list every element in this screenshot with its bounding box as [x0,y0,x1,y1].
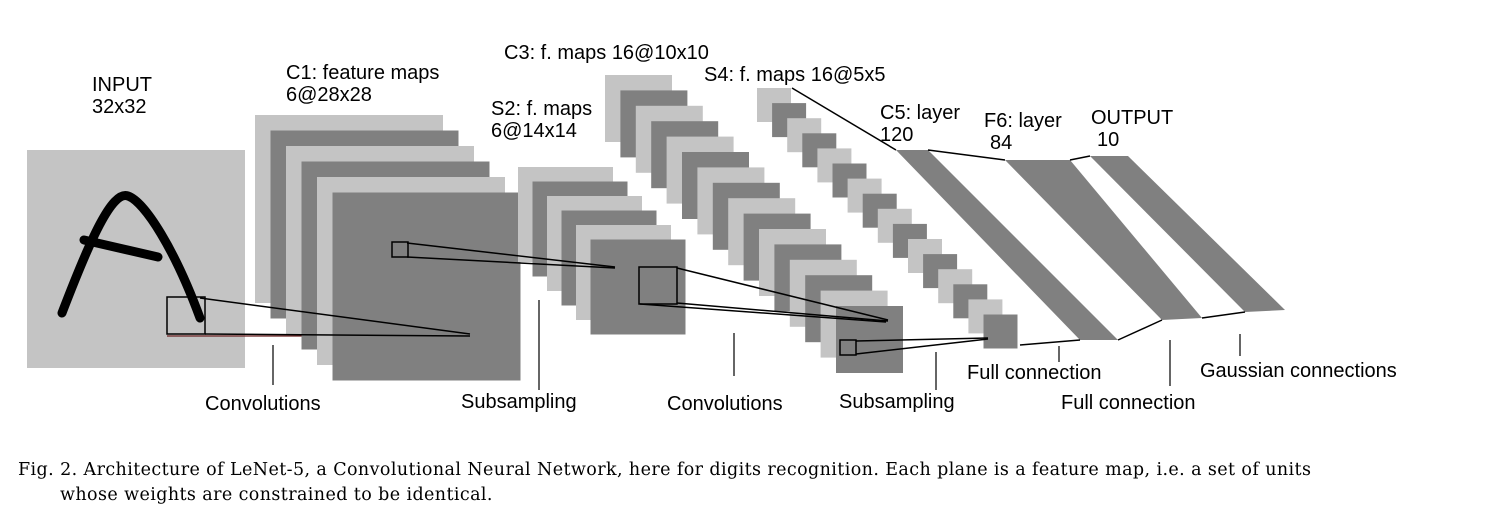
s2-planes [518,167,686,335]
s4-name: S4: f. maps 16@5x5 [704,64,886,86]
operation-ticks [272,300,1241,390]
conv2-projection [638,266,889,323]
c1-size: 6@28x28 [286,84,372,106]
f6-name: F6: layer [984,110,1062,132]
output-name: OUTPUT [1091,107,1174,129]
caption-line-1: Fig. 2. Architecture of LeNet-5, a Convo… [18,460,1312,480]
output-size: 10 [1097,129,1120,151]
c5-label: C5: layer 120 [880,102,960,146]
full2-label: Full connection [1061,392,1196,414]
s4-planes [757,88,1018,349]
full1-label: Full connection [967,362,1102,384]
f6-label: F6: layer 84 [984,110,1062,154]
s2-name: S2: f. maps [491,98,593,120]
conv1-projection [199,297,471,337]
conv2-label: Convolutions [667,393,783,415]
c1-planes [255,115,521,381]
c3-label: C3: f. maps 16@10x10 [504,42,709,64]
output-label: OUTPUT 10 [1091,107,1173,151]
c5-name: C5: layer [880,102,961,124]
c3-planes [605,75,903,373]
s2-plane-6 [590,239,686,335]
input-receptive-field [166,296,206,335]
input-name: INPUT [92,74,152,96]
sub1-projection [391,241,616,269]
s4-label: S4: f. maps 16@5x5 [704,64,886,86]
handwritten-digit-a [57,191,205,323]
input-size: 32x32 [92,96,147,118]
s2-size: 6@14x14 [491,120,577,142]
band-connections [791,87,1246,346]
c1-plane-6 [332,192,521,381]
input-label: INPUT 32x32 [92,74,152,118]
sub2-label: Subsampling [839,391,955,413]
figure-caption: Fig. 2. Architecture of LeNet-5, a Convo… [18,458,1458,508]
gauss-label: Gaussian connections [1200,360,1397,382]
s4-plane-16 [983,314,1018,349]
conv1-label: Convolutions [205,393,321,415]
caption-line-2: whose weights are constrained to be iden… [60,485,493,505]
c1-name: C1: feature maps [286,62,440,84]
c1-label: C1: feature maps 6@28x28 [286,62,439,106]
output-band [1090,156,1285,312]
f6-band [1005,160,1202,320]
c5-band [896,150,1118,340]
s2-label: S2: f. maps 6@14x14 [491,98,592,142]
c5-size: 120 [880,124,914,146]
input-plane [27,150,245,368]
lenet-architecture-diagram [27,75,1285,390]
sub1-label: Subsampling [461,391,577,413]
f6-size: 84 [990,132,1013,154]
c3-name: C3: f. maps 16@10x10 [504,42,709,64]
sub2-projection [839,337,989,356]
